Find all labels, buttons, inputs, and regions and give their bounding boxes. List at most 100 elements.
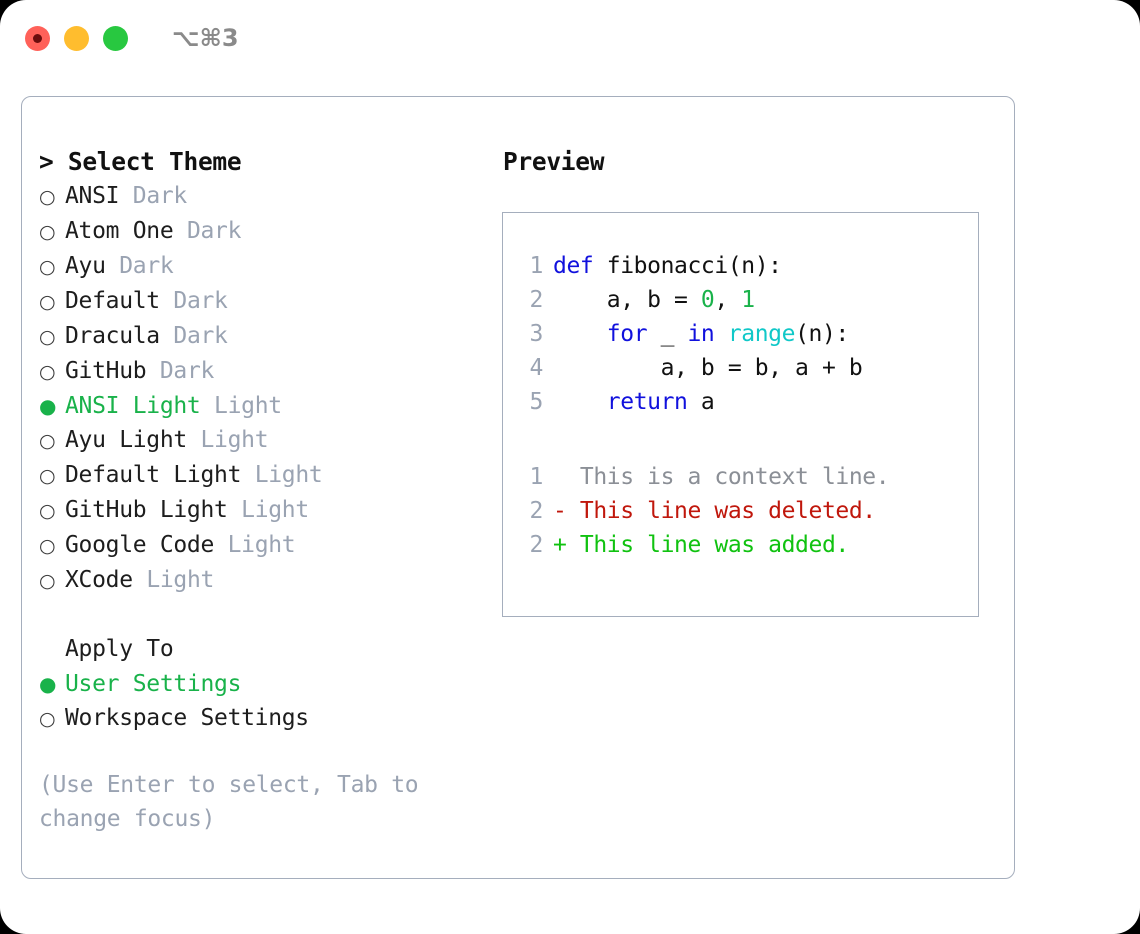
code-token-kw: def [553, 253, 594, 279]
radio-unselected-icon: ○ [39, 570, 56, 592]
diff-marker [553, 460, 566, 494]
code-token-kw: return [606, 389, 688, 415]
line-number: 3 [529, 321, 544, 347]
theme-option-dracula[interactable]: ○Dracula Dark [39, 319, 502, 354]
theme-option-atom-one[interactable]: ○Atom One Dark [39, 214, 502, 249]
apply-to-label: Workspace Settings [65, 705, 309, 731]
theme-gap [133, 563, 147, 597]
code-token-plain [553, 389, 607, 415]
code-token-kw: for [606, 321, 648, 347]
code-token-plain: (n): [795, 321, 849, 347]
code-line: 1 def fibonacci(n): [517, 249, 978, 283]
theme-name: Atom One [65, 218, 174, 244]
keyboard-shortcut-label: ⌥⌘3 [172, 24, 239, 52]
theme-category: Light [254, 462, 323, 488]
theme-name: Dracula [65, 323, 160, 349]
theme-gap [160, 319, 174, 353]
code-text: def fibonacci(n): [553, 249, 782, 283]
theme-gap [146, 354, 160, 388]
apply-to-label: User Settings [65, 671, 242, 697]
theme-option-default-light[interactable]: ○ Default Light Light [39, 458, 502, 493]
theme-option-default[interactable]: ○Default Dark [39, 284, 502, 319]
theme-gap [106, 249, 120, 283]
window-controls [25, 25, 128, 51]
theme-option-ayu[interactable]: ○Ayu Dark [39, 249, 502, 284]
main-card: > Select Theme ○ANSI Dark○Atom One Dark○… [21, 96, 1015, 879]
theme-category: Dark [132, 183, 188, 209]
radio-unselected-icon: ○ [39, 535, 56, 557]
code-token-plain: a, b = b, a + b [553, 355, 863, 381]
theme-category: Dark [173, 323, 228, 349]
radio-unselected-icon: ○ [39, 186, 56, 208]
code-line: 3 for _ in range(n): [517, 317, 978, 351]
theme-list[interactable]: ○ANSI Dark○Atom One Dark○Ayu Dark○Defaul… [39, 179, 502, 598]
code-line: 4 a, b = b, a + b [517, 351, 978, 385]
apply-to-header: Apply To [39, 632, 502, 667]
diff-spacer [517, 419, 978, 460]
theme-name: Default Light [65, 462, 242, 488]
theme-category: Dark [119, 253, 174, 279]
theme-name: Ayu [65, 253, 106, 279]
theme-gap [173, 214, 187, 248]
theme-option-ansi[interactable]: ○ ANSI Dark [39, 179, 502, 214]
code-token-plain: fibonacci(n): [593, 253, 782, 279]
theme-category: Light [214, 393, 282, 419]
theme-gap [214, 528, 228, 562]
code-text: for _ in range(n): [553, 317, 849, 351]
radio-selected-icon: ● [39, 672, 57, 696]
line-number: 1 [529, 253, 544, 279]
zoom-button[interactable] [103, 25, 128, 51]
radio-unselected-icon: ○ [39, 430, 56, 452]
radio-unselected-icon: ○ [39, 708, 56, 730]
keyboard-hint-text: (Use Enter to select, Tab to change focu… [39, 772, 419, 832]
minimize-button[interactable] [64, 25, 89, 51]
diff-line-added: 2+ This line was added. [517, 528, 978, 562]
apply-to-option-workspace-settings[interactable]: ○ Workspace Settings [39, 701, 502, 736]
diff-line-deleted: 2- This line was deleted. [517, 494, 978, 528]
code-text: return a [553, 385, 715, 419]
theme-option-xcode[interactable]: ○XCode Light [39, 563, 502, 598]
theme-category: Light [227, 532, 296, 558]
radio-unselected-icon: ○ [39, 465, 56, 487]
apply-to-option-user-settings[interactable]: ● User Settings [39, 667, 502, 701]
code-line: 2 a, b = 0, 1 [517, 283, 978, 317]
code-token-plain: _ [647, 321, 688, 347]
theme-option-google-code[interactable]: ○ Google Code Light [39, 528, 502, 563]
theme-option-ayu-light[interactable]: ○Ayu Light Light [39, 423, 502, 458]
line-number: 2 [529, 498, 544, 524]
theme-name: ANSI Light [65, 393, 201, 419]
close-button[interactable] [25, 25, 50, 51]
radio-unselected-icon: ○ [39, 361, 56, 383]
theme-option-github[interactable]: ○ GitHub Dark [39, 354, 502, 389]
theme-category: Dark [159, 358, 215, 384]
theme-name: ANSI [65, 183, 120, 209]
apply-to-list[interactable]: ● User Settings ○ Workspace Settings [39, 667, 502, 736]
diff-text: This is a context line. [566, 464, 890, 490]
code-token-kw: in [687, 321, 715, 347]
theme-gap [187, 423, 201, 457]
diff-text: This line was deleted. [566, 498, 876, 524]
diff-sample: 1 This is a context line.2- This line wa… [517, 460, 978, 562]
diff-text: This line was added. [566, 532, 849, 558]
select-theme-header: > Select Theme [39, 147, 242, 176]
diff-line-context: 1 This is a context line. [517, 460, 978, 494]
radio-selected-icon: ● [39, 394, 57, 418]
diff-marker: + [553, 532, 567, 558]
theme-option-ansi-light[interactable]: ● ANSI Light Light [39, 389, 502, 423]
code-token-plain [553, 321, 607, 347]
radio-unselected-icon: ○ [39, 291, 56, 313]
theme-name: Default [65, 288, 160, 314]
theme-name: GitHub Light [65, 497, 228, 523]
theme-option-github-light[interactable]: ○GitHub Light Light [39, 493, 502, 528]
code-text: a, b = b, a + b [553, 351, 863, 385]
theme-category: Light [200, 427, 269, 453]
code-token-fn: range [727, 321, 796, 347]
theme-name: GitHub [65, 358, 147, 384]
preview-title: Preview [503, 147, 605, 176]
theme-gap [228, 493, 242, 527]
theme-name: Google Code [65, 532, 215, 558]
line-number: 4 [529, 355, 544, 381]
line-number: 1 [529, 464, 544, 490]
